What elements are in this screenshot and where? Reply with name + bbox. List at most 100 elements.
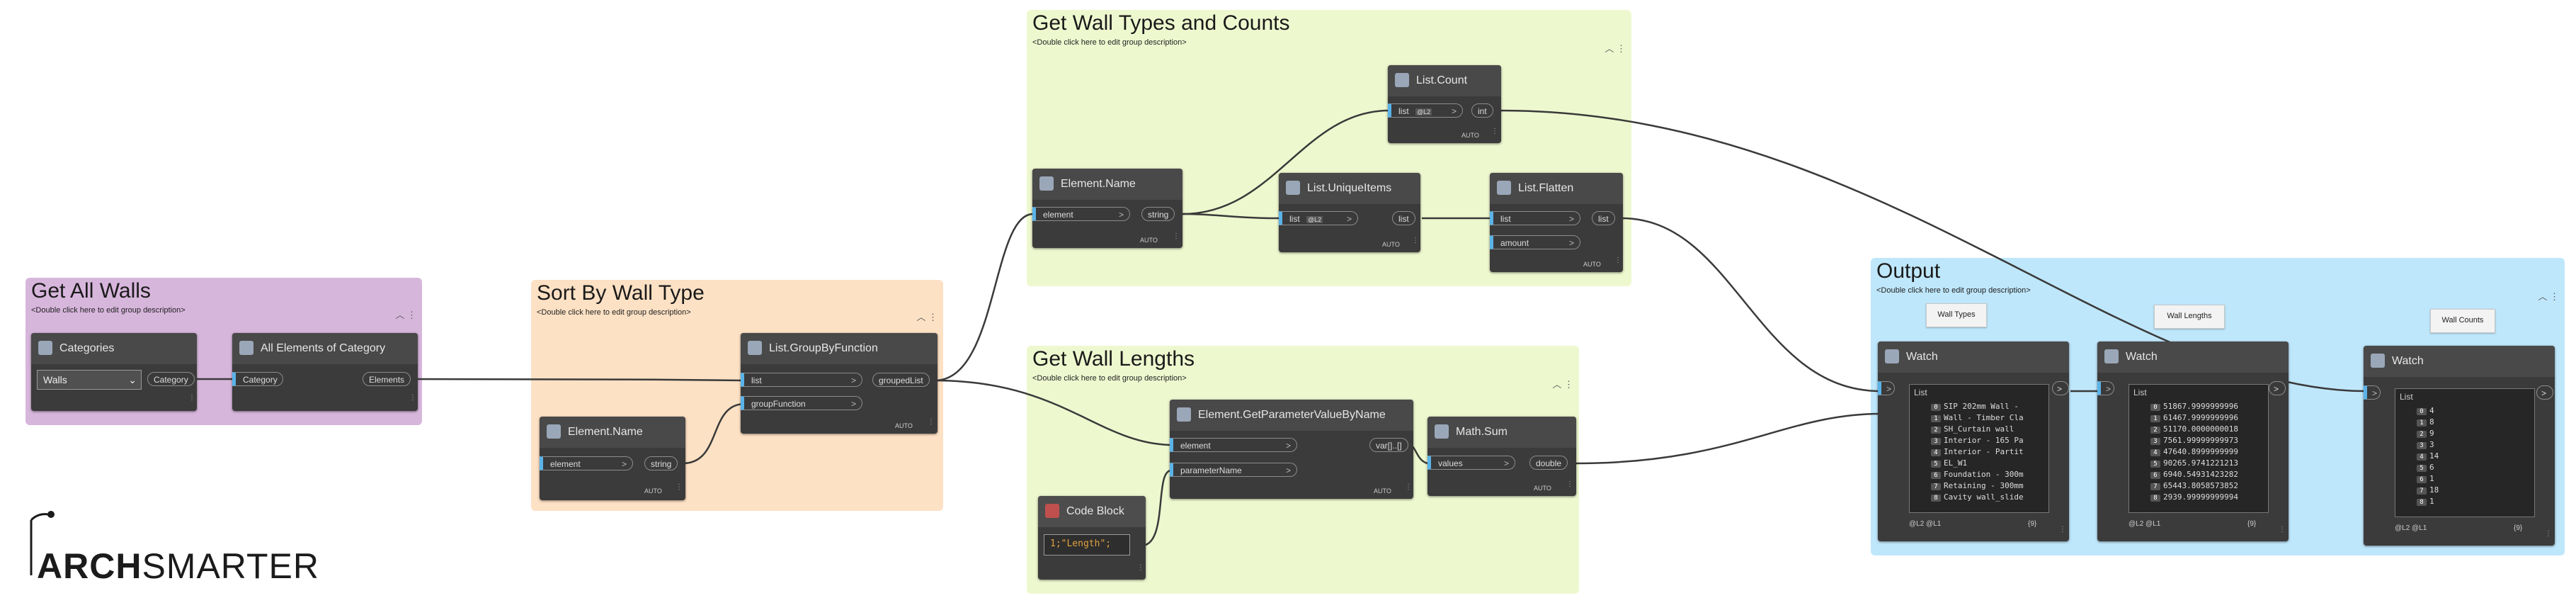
group-title: Output <box>1876 259 1941 283</box>
category-dropdown[interactable]: Walls ⌄ <box>37 370 142 390</box>
input-port-watch[interactable]: > <box>2364 385 2381 400</box>
collapse-icon[interactable]: ︿ ⋮ <box>1605 43 1626 54</box>
group-title: Get Wall Types and Counts <box>1032 11 1290 35</box>
input-port-element[interactable]: element> <box>1170 438 1297 452</box>
output-port-double[interactable]: double <box>1529 456 1568 470</box>
auto-label: AUTO <box>1461 132 1479 139</box>
input-port-element[interactable]: element> <box>1032 207 1130 221</box>
output-port-list[interactable]: list <box>1592 211 1615 225</box>
output-port-int[interactable]: int <box>1471 103 1493 118</box>
output-port-string[interactable]: string <box>1141 207 1175 221</box>
output-port-watch[interactable]: > <box>2269 381 2286 395</box>
node-menu-icon[interactable]: ⋮ <box>928 418 935 426</box>
output-port-category[interactable]: Category <box>147 372 195 386</box>
node-menu-icon[interactable]: ⋮ <box>1405 483 1412 491</box>
node-menu-icon[interactable]: ⋮ <box>1137 564 1144 572</box>
input-port-groupfunction[interactable]: groupFunction> <box>741 396 862 410</box>
input-port-watch[interactable]: > <box>1878 381 1895 395</box>
node-menu-icon[interactable]: ⋮ <box>1491 128 1498 135</box>
input-port-list[interactable]: list> <box>741 373 862 387</box>
code-editor[interactable]: 1;"Length"; <box>1044 534 1130 555</box>
group-description[interactable]: <Double click here to edit group descrip… <box>1032 38 1187 47</box>
input-port-parametername[interactable]: parameterName> <box>1170 463 1297 477</box>
list-value: Wall - Timber Cla <box>1944 413 2024 422</box>
node-element-name-types[interactable]: Element.Name element> string AUTO ⋮ <box>1032 169 1182 248</box>
input-port-watch[interactable]: > <box>2097 381 2114 395</box>
node-list-count[interactable]: List.Count list @L2 > int AUTO ⋮ <box>1388 65 1501 143</box>
node-all-elements-of-category[interactable]: All Elements of Category Category Elemen… <box>232 333 418 411</box>
input-port-list[interactable]: list @L2 > <box>1388 103 1463 118</box>
note-wall-types[interactable]: Wall Types <box>1926 303 1987 327</box>
elements-icon <box>239 341 253 355</box>
node-menu-icon[interactable]: ⋮ <box>2545 530 2552 538</box>
list-icon <box>1286 181 1300 195</box>
output-port-groupedlist[interactable]: groupedList <box>872 373 930 387</box>
collapse-icon[interactable]: ︿ ⋮ <box>1552 379 1573 390</box>
lacing-badge[interactable]: @L2 <box>1306 216 1323 223</box>
group-description[interactable]: <Double click here to edit group descrip… <box>537 308 691 317</box>
output-port-var[interactable]: var[]..[] <box>1369 438 1408 452</box>
input-port-amount[interactable]: amount> <box>1490 235 1580 249</box>
collapse-icon[interactable]: ︿ ⋮ <box>395 310 416 320</box>
node-menu-icon[interactable]: ⋮ <box>676 483 683 491</box>
wire-code-to-paramname <box>1141 469 1172 547</box>
group-description[interactable]: <Double click here to edit group descrip… <box>1032 374 1187 383</box>
watch-footer-levels[interactable]: @L2 @L1 <box>1909 520 1942 528</box>
node-menu-icon[interactable]: ⋮ <box>1614 256 1622 264</box>
watch-footer-count: {9} <box>2247 520 2257 528</box>
input-port-values[interactable]: values> <box>1427 456 1515 470</box>
node-categories[interactable]: Categories Walls ⌄ Category ⋮ <box>31 333 197 411</box>
input-port-element[interactable]: element> <box>540 456 633 470</box>
node-menu-icon[interactable]: ⋮ <box>409 394 416 402</box>
watch-footer-levels[interactable]: @L2 @L1 <box>2395 524 2427 532</box>
node-menu-icon[interactable]: ⋮ <box>1412 237 1419 244</box>
list-value: 9 <box>2429 429 2434 438</box>
node-list-groupbyfunction[interactable]: List.GroupByFunction list> groupFunction… <box>741 333 937 434</box>
output-port-watch[interactable]: > <box>2536 385 2553 400</box>
node-element-name-sort[interactable]: Element.Name element> string AUTO ⋮ <box>540 417 685 500</box>
watch-icon <box>1885 349 1899 363</box>
node-menu-icon[interactable]: ⋮ <box>2279 526 2286 534</box>
input-port-list[interactable]: list @L2 > <box>1279 211 1358 225</box>
note-wall-counts[interactable]: Wall Counts <box>2430 309 2495 333</box>
wire-sum-to-watch1 <box>1575 412 1881 465</box>
node-menu-icon[interactable]: ⋮ <box>2059 526 2066 534</box>
node-menu-icon[interactable]: ⋮ <box>1566 480 1573 488</box>
node-math-sum[interactable]: Math.Sum values> double AUTO ⋮ <box>1427 417 1576 496</box>
output-port-elements[interactable]: Elements <box>363 372 411 386</box>
watch-footer-levels[interactable]: @L2 @L1 <box>2128 520 2161 528</box>
note-wall-lengths[interactable]: Wall Lengths <box>2154 305 2225 329</box>
node-title: Element.GetParameterValueByName <box>1198 409 1386 421</box>
group-description[interactable]: <Double click here to edit group descrip… <box>1876 286 2031 295</box>
input-port-category[interactable]: Category <box>232 372 283 386</box>
list-value: 2939.99999999994 <box>2163 492 2238 502</box>
port-label: values <box>1438 458 1463 468</box>
node-code-block[interactable]: Code Block 1;"Length"; ⋮ <box>1038 496 1146 580</box>
list-index: 2 <box>2417 431 2427 438</box>
output-port-list[interactable]: list <box>1392 211 1415 225</box>
archsmarter-logo: ARCHSMARTER <box>21 507 319 586</box>
node-menu-icon[interactable]: ⋮ <box>1173 232 1180 240</box>
lacing-badge[interactable]: @L2 <box>1415 108 1432 115</box>
output-port-string[interactable]: string <box>644 456 678 470</box>
collapse-icon[interactable]: ︿ ⋮ <box>2538 291 2559 302</box>
output-port-watch[interactable]: > <box>2052 381 2069 395</box>
list-index: 3 <box>2150 438 2160 445</box>
collapse-icon[interactable]: ︿ ⋮ <box>916 312 937 322</box>
node-menu-icon[interactable]: ⋮ <box>188 394 195 402</box>
group-description[interactable]: <Double click here to edit group descrip… <box>31 306 186 315</box>
input-port-list[interactable]: list> <box>1490 211 1580 225</box>
watch-footer-count: {9} <box>2028 520 2037 528</box>
node-list-uniqueitems[interactable]: List.UniqueItems list @L2 > list AUTO ⋮ <box>1279 173 1420 252</box>
node-list-flatten[interactable]: List.Flatten list> amount> list AUTO ⋮ <box>1490 173 1623 272</box>
node-get-parameter-value[interactable]: Element.GetParameterValueByName element>… <box>1170 400 1413 499</box>
